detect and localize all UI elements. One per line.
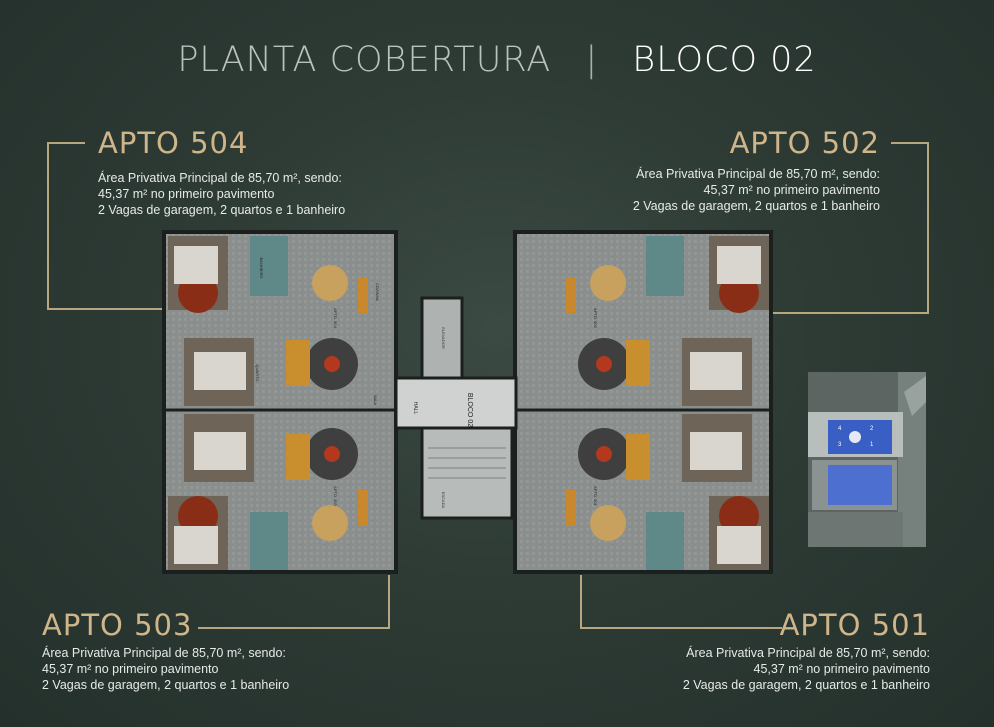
apto-501-title: APTO 501 bbox=[779, 608, 930, 642]
core bbox=[394, 296, 518, 520]
apto-502-leader-bottom bbox=[772, 312, 929, 314]
bedroom-left-top bbox=[168, 236, 228, 313]
plan-elevator-label: ELEVADOR bbox=[441, 327, 446, 349]
apto-502-leader-vertical bbox=[927, 142, 929, 314]
apto-501-line-3: 2 Vagas de garagem, 2 quartos e 1 banhei… bbox=[682, 678, 930, 692]
bedroom-right-2 bbox=[682, 338, 752, 406]
apto-503-description: Área Privativa Principal de 85,70 m², se… bbox=[42, 645, 289, 693]
site-unit-4: 4 bbox=[838, 426, 842, 432]
site-unit-1: 1 bbox=[870, 442, 874, 448]
plan-room-quarto: QUARTO bbox=[255, 365, 260, 382]
apto-502-description: Área Privativa Principal de 85,70 m², se… bbox=[633, 166, 880, 214]
bedroom-right-3 bbox=[682, 414, 752, 482]
bedroom-left-3 bbox=[184, 414, 254, 482]
site-map: 4 3 2 1 bbox=[808, 372, 926, 547]
apto-501-description: Área Privativa Principal de 85,70 m², se… bbox=[683, 645, 930, 693]
plan-block-label: BLOCO 02 bbox=[466, 393, 473, 427]
bedroom-left-2 bbox=[184, 338, 254, 406]
apto-503-line-3: 2 Vagas de garagem, 2 quartos e 1 banhei… bbox=[42, 678, 290, 692]
floor-plan: BLOCO 02 HALL ELEVADOR ESCADA QUARTO BAN… bbox=[162, 230, 773, 574]
apto-504-line-3: 2 Vagas de garagem, 2 quartos e 1 banhei… bbox=[98, 203, 346, 217]
plan-stair-label: ESCADA bbox=[441, 492, 446, 509]
plan-label-apto-504: APTO. 504 bbox=[333, 308, 338, 328]
bedroom-right-bottom bbox=[709, 496, 769, 570]
plan-label-apto-502: APTO. 502 bbox=[593, 308, 598, 328]
title-right: BLOCO 02 bbox=[632, 40, 817, 80]
apto-503-leader-horizontal bbox=[198, 627, 390, 629]
apto-504-description: Área Privativa Principal de 85,70 m², se… bbox=[98, 170, 345, 218]
apto-503-line-1: Área Privativa Principal de 85,70 m², se… bbox=[42, 646, 286, 660]
apto-504-leader-top bbox=[47, 142, 85, 144]
site-unit-3: 3 bbox=[838, 442, 842, 448]
plan-label-apto-503: APTO. 503 bbox=[333, 486, 338, 506]
apto-503-line-2: 45,37 m² no primeiro pavimento bbox=[42, 662, 219, 676]
apto-504-line-2: 45,37 m² no primeiro pavimento bbox=[98, 187, 275, 201]
title-separator: | bbox=[585, 40, 599, 80]
apto-501-leader-horizontal bbox=[580, 627, 782, 629]
apto-503-title: APTO 503 bbox=[42, 608, 193, 642]
apto-501-leader-vertical bbox=[580, 575, 582, 629]
apto-503-leader-vertical bbox=[388, 575, 390, 629]
page-title: PLANTA COBERTURA | BLOCO 02 bbox=[0, 40, 994, 80]
apto-504-leader-bottom bbox=[47, 308, 162, 310]
apto-504-title: APTO 504 bbox=[98, 126, 249, 160]
apto-502-title: APTO 502 bbox=[729, 126, 880, 160]
bedroom-right-top bbox=[709, 236, 769, 313]
plan-room-cozinha: COZINHA bbox=[375, 283, 380, 301]
apto-501-line-2: 45,37 m² no primeiro pavimento bbox=[753, 662, 930, 676]
bedroom-left-bottom bbox=[168, 496, 228, 570]
apto-501-line-1: Área Privativa Principal de 85,70 m², se… bbox=[686, 646, 930, 660]
apto-504-line-1: Área Privativa Principal de 85,70 m², se… bbox=[98, 171, 342, 185]
apto-504-leader-vertical bbox=[47, 142, 49, 310]
site-unit-2: 2 bbox=[870, 426, 874, 432]
apto-502-line-2: 45,37 m² no primeiro pavimento bbox=[703, 183, 880, 197]
plan-label-apto-501: APTO. 501 bbox=[593, 486, 598, 506]
title-left: PLANTA COBERTURA bbox=[177, 40, 552, 80]
plan-room-sala: SALA bbox=[373, 395, 378, 406]
apto-502-leader-top bbox=[891, 142, 929, 144]
plan-hall-label: HALL bbox=[412, 402, 418, 415]
apto-502-line-3: 2 Vagas de garagem, 2 quartos e 1 banhei… bbox=[632, 199, 880, 213]
plan-room-banheiro: BANHEIRO bbox=[259, 258, 264, 279]
apto-502-line-1: Área Privativa Principal de 85,70 m², se… bbox=[636, 167, 880, 181]
